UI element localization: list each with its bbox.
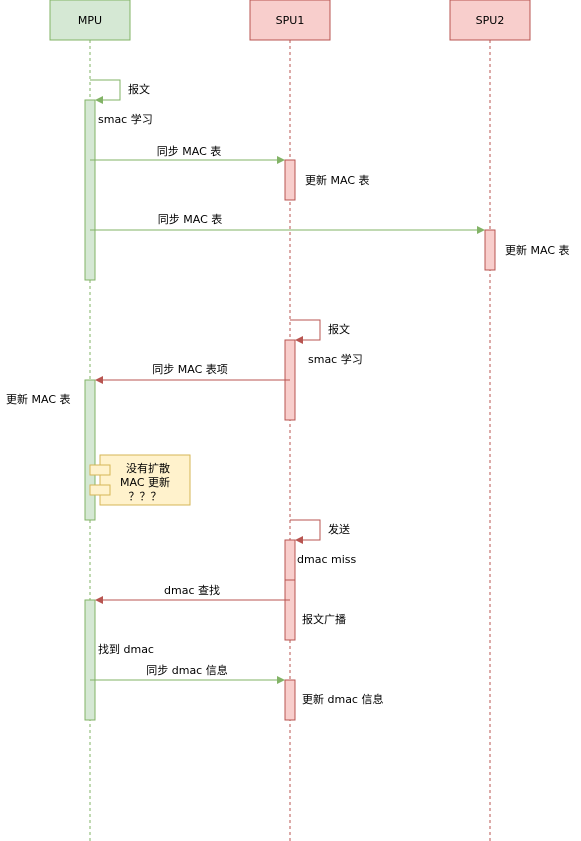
note-box xyxy=(99,454,191,506)
spu1-activation-4 xyxy=(284,679,296,721)
sync-to-spu1-label: 同步 MAC 表 xyxy=(157,144,222,158)
sync-to-spu2-label: 同步 MAC 表 xyxy=(158,212,223,226)
note-no-mac-propagation: 没有扩散 MAC 更新 ？？？ xyxy=(89,454,191,506)
spu1-activation-3 xyxy=(284,539,296,641)
broadcast-label: 报文广播 xyxy=(302,612,346,626)
mpu-activation-3 xyxy=(84,599,96,721)
spu2-update-label: 更新 MAC 表 xyxy=(505,243,570,257)
note-line-1: 没有扩散 xyxy=(126,461,170,475)
mpu-header-box xyxy=(49,0,131,41)
note-line-2: MAC 更新 xyxy=(120,475,170,489)
note-line-3: ？？？ xyxy=(129,490,162,503)
spu1-self-message-label: 报文 xyxy=(328,322,350,336)
spu1-smac-learn-label: smac 学习 xyxy=(308,352,363,366)
lifeline-spu2: SPU2 xyxy=(449,0,531,841)
spu1-update-label: 更新 MAC 表 xyxy=(305,173,370,187)
note-tab-top xyxy=(89,464,111,476)
spu2-header-label: SPU2 xyxy=(476,14,505,27)
dmac-lookup-label: dmac 查找 xyxy=(164,583,220,597)
spu1-self-message-arrow xyxy=(290,319,321,344)
mpu-activation-2 xyxy=(84,379,96,521)
spu1-update-dmac-label: 更新 dmac 信息 xyxy=(302,692,383,706)
mpu-smac-learn-label: smac 学习 xyxy=(98,112,153,126)
note-tab-bottom xyxy=(89,484,111,496)
mpu-self-message-label: 报文 xyxy=(128,82,150,96)
spu1-activation-1 xyxy=(284,159,296,201)
spu2-activation-1 xyxy=(484,229,496,271)
mpu-self-message-arrow xyxy=(90,79,121,104)
spu1-header-label: SPU1 xyxy=(276,14,305,27)
mpu-header-label: MPU xyxy=(78,14,102,27)
spu1-send-label: 发送 xyxy=(328,522,350,536)
sync-dmac-info-label: 同步 dmac 信息 xyxy=(146,663,227,677)
mpu-activation-1 xyxy=(84,99,96,281)
mpu-update-label: 更新 MAC 表 xyxy=(6,392,71,406)
found-dmac-label: 找到 dmac xyxy=(98,642,154,656)
dmac-miss-label: dmac miss xyxy=(297,553,356,566)
spu1-send-self-arrow xyxy=(290,519,321,544)
sync-entry-to-mpu-label: 同步 MAC 表项 xyxy=(152,362,228,376)
